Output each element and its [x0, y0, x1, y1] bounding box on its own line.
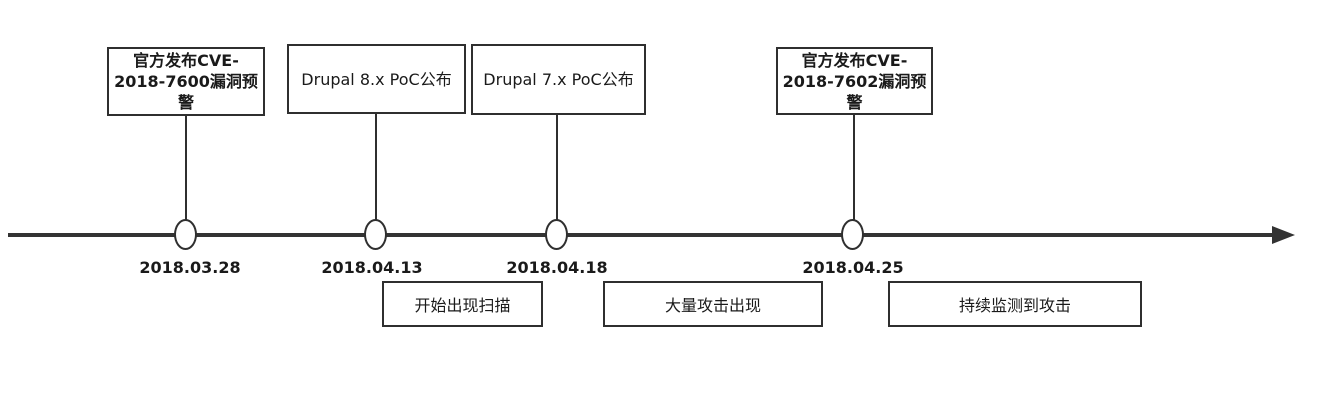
event-box-mass-attacks: 大量攻击出现 — [603, 281, 823, 327]
connector-line — [853, 114, 855, 225]
date-label: 2018.04.25 — [802, 258, 904, 277]
date-label: 2018.03.28 — [139, 258, 241, 277]
event-box-continuous-attacks: 持续监测到攻击 — [888, 281, 1142, 327]
arrow-right-icon — [1272, 226, 1295, 244]
connector-line — [185, 115, 187, 225]
date-label: 2018.04.13 — [321, 258, 423, 277]
event-box-cve-2018-7600: 官方发布CVE-2018-7600漏洞预警 — [107, 47, 265, 116]
timeline-node — [174, 219, 197, 250]
connector-line — [375, 113, 377, 225]
event-box-drupal7-poc: Drupal 7.x PoC公布 — [471, 44, 646, 115]
timeline-axis — [8, 233, 1273, 237]
timeline-node — [364, 219, 387, 250]
timeline-node — [841, 219, 864, 250]
event-box-scanning-begins: 开始出现扫描 — [382, 281, 543, 327]
connector-line — [556, 114, 558, 225]
event-box-cve-2018-7602: 官方发布CVE-2018-7602漏洞预警 — [776, 47, 933, 115]
event-box-drupal8-poc: Drupal 8.x PoC公布 — [287, 44, 466, 114]
timeline-node — [545, 219, 568, 250]
date-label: 2018.04.18 — [506, 258, 608, 277]
